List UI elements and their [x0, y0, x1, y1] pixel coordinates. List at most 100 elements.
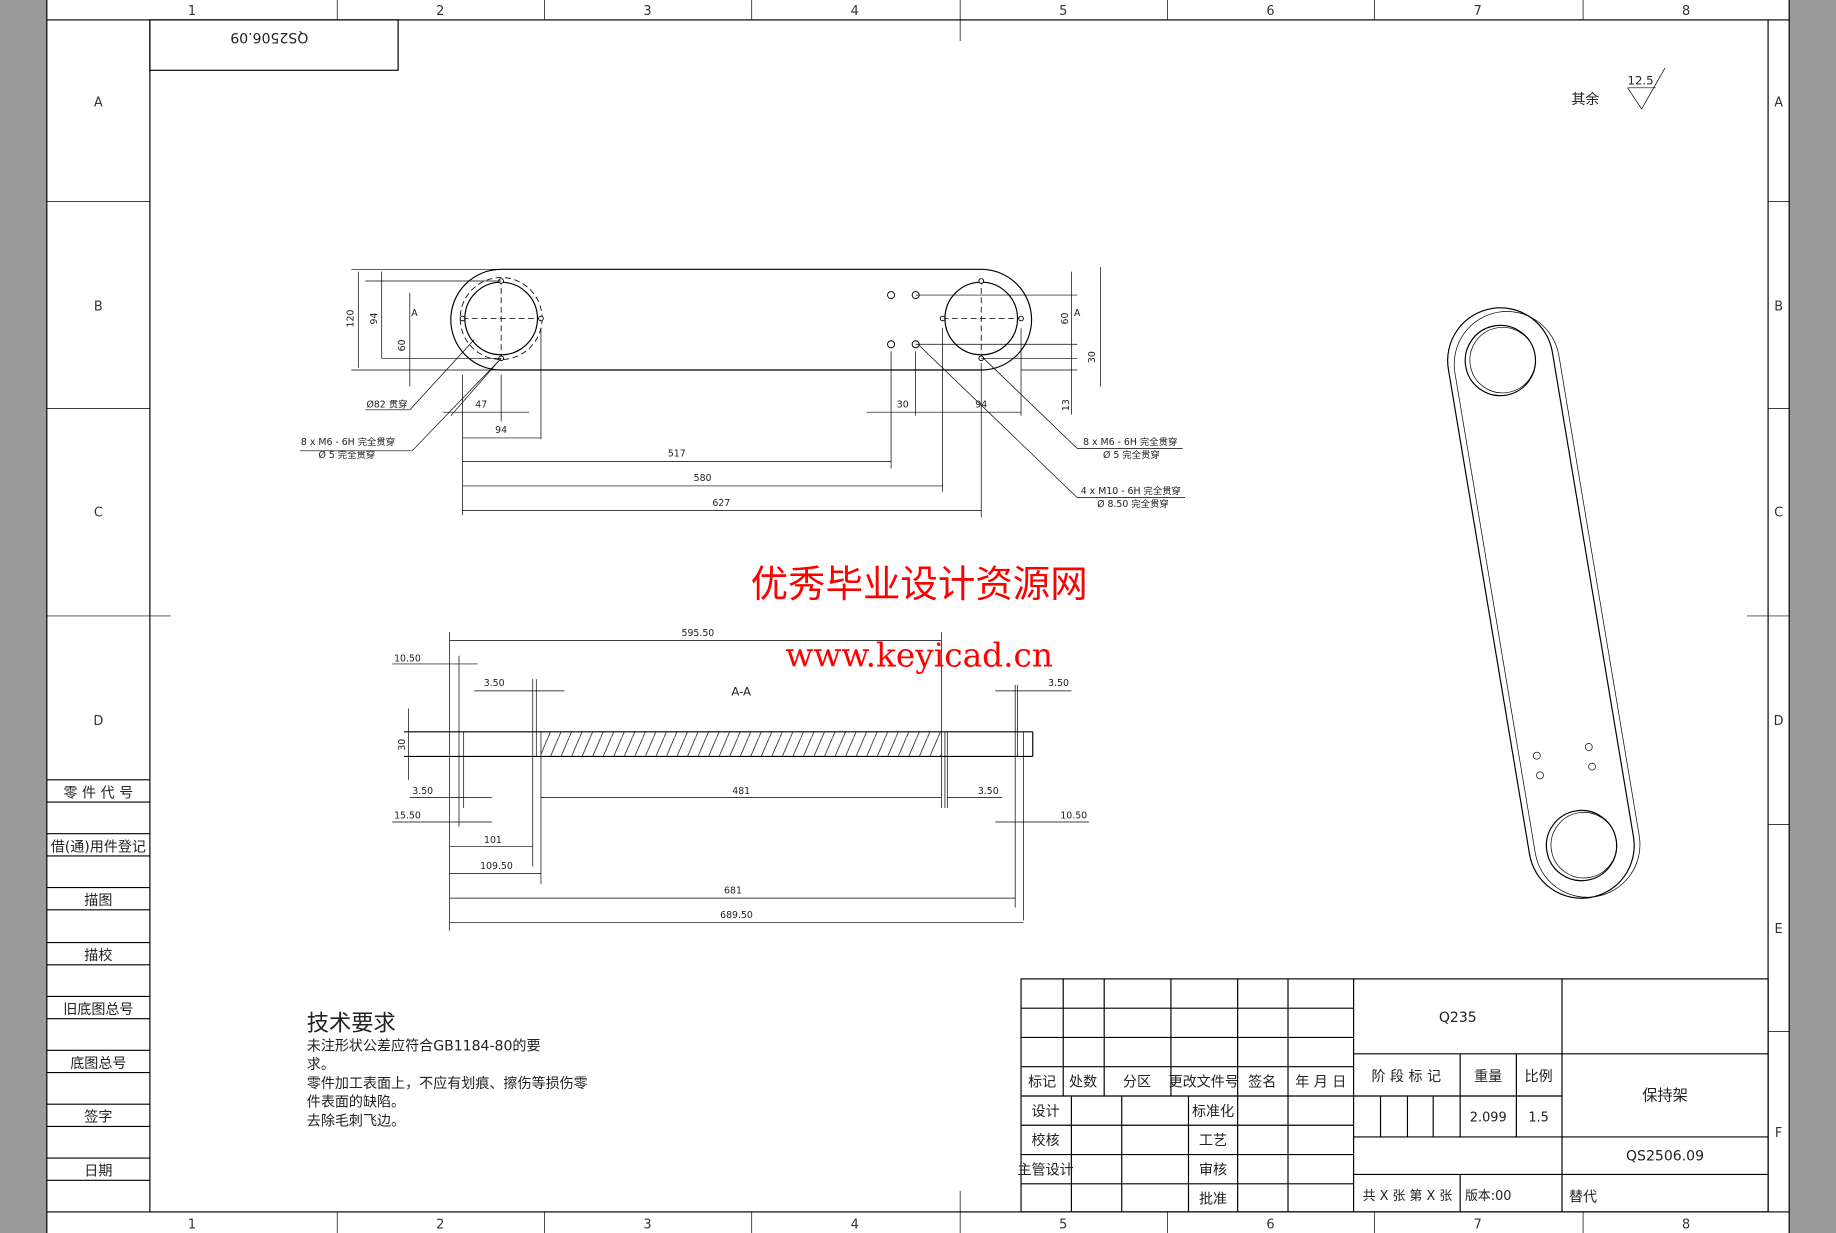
roughness-value: 12.5 — [1628, 73, 1654, 87]
role-standardization: 标准化 — [1192, 1104, 1234, 1120]
role-approve: 批准 — [1199, 1192, 1227, 1208]
drawing-number: QS2506.09 — [1626, 1148, 1704, 1164]
zone-col-4: 4 — [851, 4, 859, 19]
watermark: 优秀毕业设计资源网 www.keyicad.cn — [751, 562, 1088, 674]
dim-481: 481 — [732, 786, 750, 797]
replace-label: 替代 — [1569, 1189, 1597, 1205]
zone-row-c-right: C — [1774, 505, 1783, 520]
header-count: 处数 — [1069, 1075, 1097, 1091]
zone-row-c: C — [94, 505, 103, 520]
sheet-frame: 1 2 3 4 5 6 7 8 1 2 3 4 5 6 7 8 A B C D … — [46, 0, 1790, 1233]
zone-col-3: 3 — [643, 4, 651, 19]
tech-line-3: 零件加工表面上，不应有划痕、擦伤等损伤零 — [307, 1075, 588, 1092]
side-label-date: 日期 — [84, 1164, 112, 1180]
section-mark-a-left: A — [411, 308, 418, 319]
weight-value: 2.099 — [1470, 1111, 1507, 1126]
side-label-signature: 签字 — [84, 1109, 112, 1126]
dim-517: 517 — [668, 449, 686, 460]
dim-580: 580 — [694, 473, 712, 484]
side-label-trace-check: 描校 — [84, 947, 112, 964]
callout-right-m6: 8 x M6 - 6H 完全贯穿 — [1083, 436, 1177, 448]
dim-627: 627 — [712, 498, 730, 509]
side-label-tracing: 描图 — [84, 893, 112, 909]
zone-col-1: 1 — [188, 4, 196, 19]
callout-right-m10: 4 x M10 - 6H 完全贯穿 — [1081, 485, 1181, 497]
callout-left-m6: 8 x M6 - 6H 完全贯穿 — [301, 436, 395, 448]
watermark-url: www.keyicad.cn — [785, 636, 1053, 674]
dim-47: 47 — [475, 399, 487, 410]
header-date: 年 月 日 — [1295, 1075, 1346, 1091]
zone-col-7: 7 — [1474, 4, 1482, 19]
role-review: 审核 — [1199, 1162, 1227, 1178]
side-label-old-base-number: 旧底图总号 — [63, 1002, 133, 1018]
isometric-view — [1447, 307, 1641, 899]
dim-94-vertical: 94 — [369, 313, 380, 325]
rotated-number-box: QS2506.09 — [149, 19, 399, 71]
side-label-base-number: 底图总号 — [70, 1056, 126, 1072]
header-signature: 签名 — [1248, 1074, 1276, 1091]
header-change-doc: 更改文件号 — [1169, 1075, 1239, 1091]
version: 版本:00 — [1465, 1189, 1511, 1204]
header-zone: 分区 — [1123, 1075, 1151, 1091]
sheet-count: 共 X 张 第 X 张 — [1363, 1189, 1453, 1204]
section-mark-a-right: A — [1074, 308, 1081, 319]
zone-col-6: 6 — [1266, 4, 1274, 19]
surface-roughness-note: 其余 12.5 — [1571, 67, 1666, 110]
role-chief-design: 主管设计 — [1018, 1162, 1074, 1178]
zone-col-1-bottom: 1 — [188, 1217, 196, 1232]
section-view: A-A 595.50 10.50 3.50 3.50 30 3.50 481 3… — [392, 628, 1089, 931]
zone-col-5: 5 — [1059, 4, 1067, 19]
tech-line-1: 未注形状公差应符合GB1184-80的要 — [307, 1037, 541, 1054]
dim-595-50: 595.50 — [681, 628, 714, 639]
header-mark: 标记 — [1028, 1075, 1056, 1091]
zone-row-a: A — [94, 96, 103, 111]
section-title: A-A — [731, 685, 751, 699]
technical-requirements: 技术要求 未注形状公差应符合GB1184-80的要 求。 零件加工表面上，不应有… — [307, 1010, 588, 1129]
callout-bore-82: Ø82 贯穿 — [366, 398, 407, 410]
scale-value: 1.5 — [1528, 1111, 1548, 1126]
zone-row-a-right: A — [1774, 96, 1783, 111]
zone-row-e-right: E — [1775, 922, 1783, 937]
zone-col-2: 2 — [436, 4, 444, 19]
dim-94-right: 94 — [975, 399, 987, 410]
zone-row-d: D — [93, 714, 103, 729]
dim-120: 120 — [346, 310, 357, 328]
zone-row-f-right: F — [1775, 1126, 1782, 1141]
dim-10-50-right: 10.50 — [1060, 810, 1087, 821]
zone-row-b: B — [94, 299, 103, 314]
dim-689-50: 689.50 — [720, 910, 753, 921]
callout-right-d5: Ø 5 完全贯穿 — [1103, 449, 1160, 461]
dim-94-horizontal: 94 — [495, 425, 507, 436]
dim-30-vertical: 30 — [1087, 351, 1098, 363]
side-label-part-code: 零 件 代 号 — [64, 785, 134, 801]
dim-30-horizontal: 30 — [897, 399, 909, 410]
stage-label: 阶 段 标 记 — [1371, 1069, 1441, 1085]
top-view: 120 94 60 A 47 94 517 580 627 30 94 60 A… — [299, 266, 1185, 518]
material: Q235 — [1439, 1010, 1477, 1026]
zone-col-2-bottom: 2 — [436, 1217, 444, 1232]
watermark-title: 优秀毕业设计资源网 — [751, 562, 1088, 606]
role-check: 校核 — [1032, 1132, 1060, 1149]
zone-col-7-bottom: 7 — [1474, 1217, 1482, 1232]
zone-col-5-bottom: 5 — [1059, 1217, 1067, 1232]
dim-3-50-top-right: 3.50 — [1048, 678, 1069, 689]
tech-line-4: 件表面的缺陷。 — [307, 1095, 405, 1111]
scale-label: 比例 — [1525, 1069, 1553, 1085]
dim-15-50: 15.50 — [394, 810, 421, 821]
zone-col-6-bottom: 6 — [1266, 1217, 1274, 1232]
dim-10-50-left: 10.50 — [394, 654, 421, 665]
side-table: 零 件 代 号 借(通)用件登记 描图 描校 旧底图总号 底图总号 签字 日期 — [46, 779, 150, 1181]
dim-13: 13 — [1061, 399, 1072, 411]
dim-60-right: 60 — [1060, 313, 1071, 325]
role-process: 工艺 — [1199, 1133, 1227, 1149]
zone-col-8: 8 — [1682, 4, 1690, 19]
zone-col-4-bottom: 4 — [851, 1217, 859, 1232]
dim-3-50-top-left: 3.50 — [484, 678, 505, 689]
zone-row-d-right: D — [1774, 714, 1784, 729]
zone-col-3-bottom: 3 — [643, 1217, 651, 1232]
rotated-drawing-number: QS2506.09 — [230, 29, 308, 45]
dim-30-thickness: 30 — [397, 739, 408, 751]
weight-label: 重量 — [1474, 1069, 1502, 1085]
side-label-borrowed-register: 借(通)用件登记 — [51, 839, 146, 855]
